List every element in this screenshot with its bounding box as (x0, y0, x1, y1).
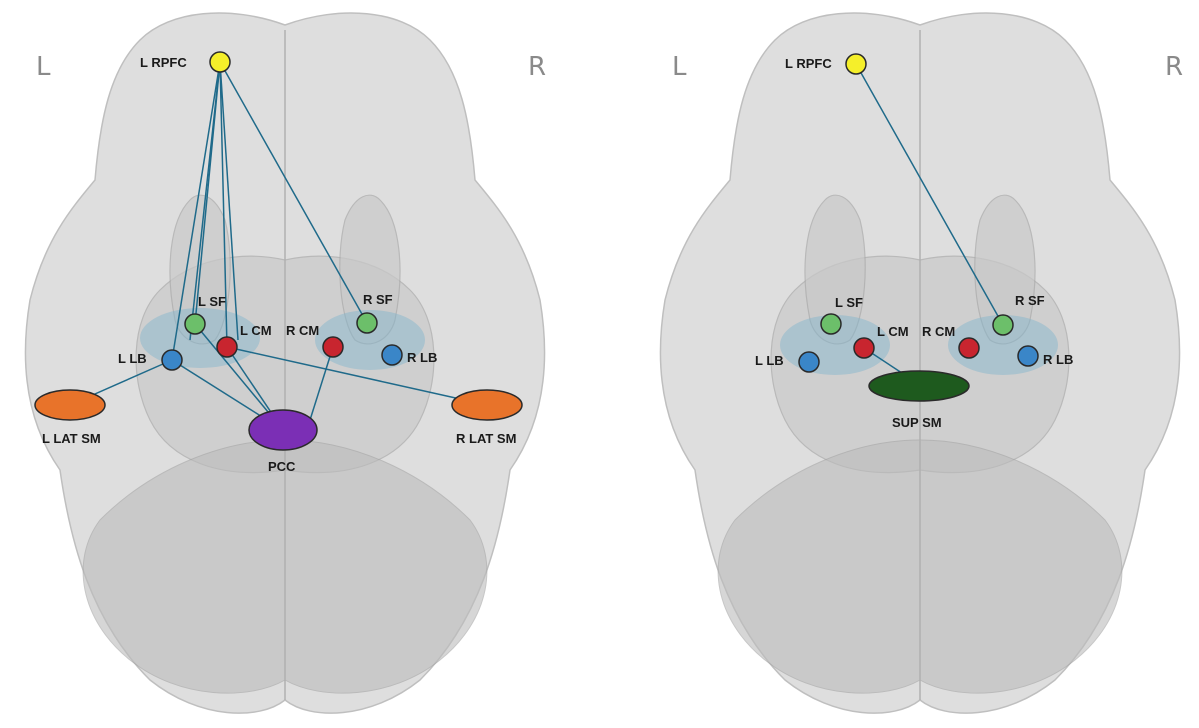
node-l-lb-2 (799, 352, 819, 372)
label-l-rpfc: L RPFC (140, 55, 187, 70)
node-l-cm-2 (854, 338, 874, 358)
label-pcc: PCC (268, 459, 296, 474)
node-l-rpfc (210, 52, 230, 72)
label-l-sf: L SF (198, 294, 226, 309)
label-r-cm: R CM (286, 323, 319, 338)
hemi-label-left: L (36, 52, 51, 82)
label-l-sf-2: L SF (835, 295, 863, 310)
label-r-cm-2: R CM (922, 324, 955, 339)
label-l-rpfc-2: L RPFC (785, 56, 832, 71)
node-r-cm (323, 337, 343, 357)
node-r-sf (357, 313, 377, 333)
label-l-lb-2: L LB (755, 353, 784, 368)
node-r-lb-2 (1018, 346, 1038, 366)
label-r-lat-sm: R LAT SM (456, 431, 516, 446)
hemi-label-right-2: R (1165, 52, 1183, 82)
brain-left (25, 13, 544, 713)
node-r-sf-2 (993, 315, 1013, 335)
hemi-label-left-2: L (672, 52, 687, 82)
label-l-lb: L LB (118, 351, 147, 366)
node-r-lat-sm (452, 390, 522, 420)
panel-left: L R L RPFC L SF L CM R CM R SF L LB R LB… (25, 13, 546, 713)
node-pcc (249, 410, 317, 450)
node-l-rpfc-2 (846, 54, 866, 74)
node-r-lb (382, 345, 402, 365)
node-l-sf (185, 314, 205, 334)
node-r-cm-2 (959, 338, 979, 358)
node-sup-sm (869, 371, 969, 401)
label-r-sf: R SF (363, 292, 393, 307)
label-r-sf-2: R SF (1015, 293, 1045, 308)
node-l-cm (217, 337, 237, 357)
label-l-cm-2: L CM (877, 324, 909, 339)
panel-right: L R L RPFC L SF L CM R CM R SF L LB R LB… (660, 13, 1183, 713)
node-l-lat-sm (35, 390, 105, 420)
hemi-label-right: R (528, 52, 546, 82)
label-l-lat-sm: L LAT SM (42, 431, 101, 446)
label-l-cm: L CM (240, 323, 272, 338)
node-l-lb (162, 350, 182, 370)
brain-right (660, 13, 1179, 713)
node-l-sf-2 (821, 314, 841, 334)
label-sup-sm: SUP SM (892, 415, 942, 430)
label-r-lb-2: R LB (1043, 352, 1073, 367)
label-r-lb: R LB (407, 350, 437, 365)
